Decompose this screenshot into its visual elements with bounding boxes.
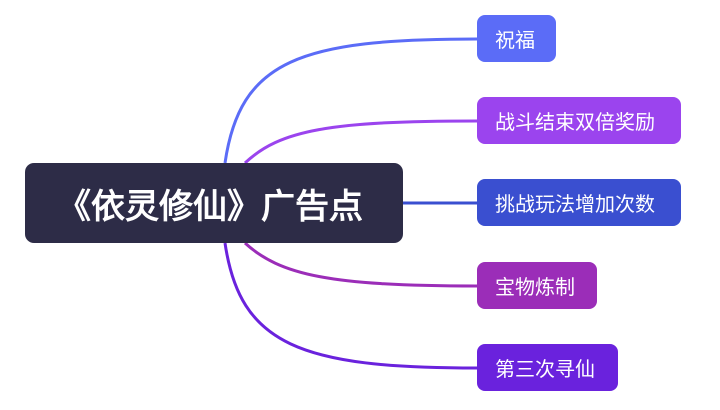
topic-blessing[interactable]: 祝福 xyxy=(477,15,556,62)
connector-4 xyxy=(243,241,478,288)
connector-5 xyxy=(223,242,478,370)
topic-challenge-extra-attempts[interactable]: 挑战玩法增加次数 xyxy=(477,179,681,226)
topic-treasure-refining[interactable]: 宝物炼制 xyxy=(477,262,597,309)
connector-2 xyxy=(243,119,478,165)
topic-battle-double-reward[interactable]: 战斗结束双倍奖励 xyxy=(477,97,681,144)
root-topic[interactable]: 《依灵修仙》广告点 xyxy=(25,163,403,243)
topic-third-immortal-search[interactable]: 第三次寻仙 xyxy=(477,344,618,391)
connector-1 xyxy=(223,37,478,164)
